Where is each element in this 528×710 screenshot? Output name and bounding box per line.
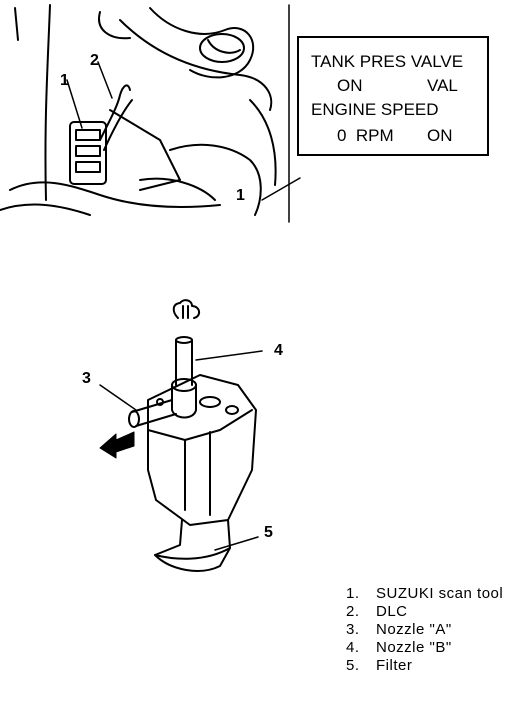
legend-item: 2. DLC — [346, 603, 408, 620]
scan-tool-display: TANK PRES VALVE ON VAL ENGINE SPEED 0 RP… — [297, 36, 489, 156]
display-row-2-right: VAL — [427, 76, 458, 95]
pressure-arrow-icon — [99, 431, 135, 459]
legend-item: 3. Nozzle "A" — [346, 621, 452, 638]
callout-1-scan-tool: 1 — [236, 187, 245, 204]
legend-item: 1. SUZUKI scan tool — [346, 585, 504, 602]
display-row-2-left: ON — [337, 76, 363, 95]
legend: 1. SUZUKI scan tool 2. DLC 3. Nozzle "A"… — [346, 585, 516, 675]
callout-3: 3 — [82, 370, 91, 387]
callout-4: 4 — [274, 342, 283, 359]
callout-2: 2 — [90, 52, 99, 69]
callout-1-dlc-area: 1 — [60, 72, 69, 89]
legend-item: 5. Filter — [346, 657, 413, 674]
leader-scan-tool — [261, 177, 301, 201]
display-row-1: TANK PRES VALVE — [311, 52, 464, 71]
display-row-4-left: 0 RPM — [337, 126, 394, 145]
dashboard-illustration — [0, 4, 277, 216]
legend-item: 4. Nozzle "B" — [346, 639, 452, 656]
display-row-3: ENGINE SPEED — [311, 100, 439, 119]
display-row-4-right: ON — [427, 126, 453, 145]
callout-5: 5 — [264, 524, 273, 541]
canister-illustration — [99, 299, 263, 572]
